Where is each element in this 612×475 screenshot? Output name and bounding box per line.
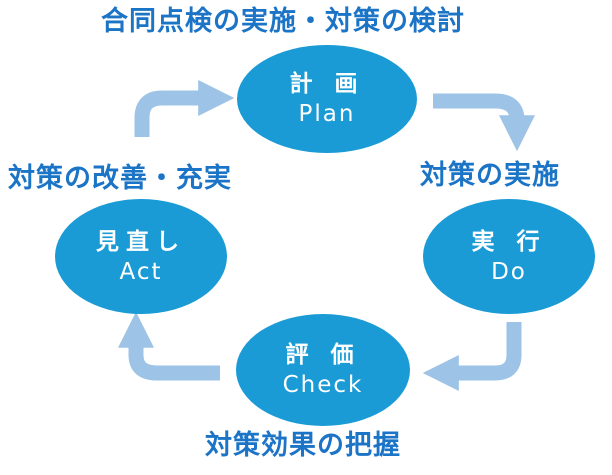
- caption-do-phase: 対策の実施: [420, 160, 560, 191]
- node-act: 見直し Act: [55, 199, 227, 314]
- arrow-act-to-plan: [134, 79, 235, 137]
- node-do-label-en: Do: [491, 258, 527, 285]
- caption-act-phase: 対策の改善・充実: [8, 163, 232, 194]
- node-check-label-jp: 評 価: [285, 342, 361, 368]
- node-plan-label-jp: 計 画: [289, 71, 365, 97]
- arrow-do-to-check: [422, 322, 522, 392]
- arrow-check-to-act: [117, 311, 220, 381]
- node-check-label-en: Check: [282, 372, 364, 398]
- node-do-label-jp: 実 行: [471, 228, 547, 255]
- diagram-title: 合同点検の実施・対策の検討: [101, 6, 465, 37]
- node-do: 実 行 Do: [423, 199, 595, 314]
- node-check: 評 価 Check: [236, 314, 410, 426]
- node-plan-label-en: Plan: [298, 101, 356, 127]
- caption-check-phase: 対策効果の把握: [205, 430, 401, 461]
- node-act-label-en: Act: [119, 258, 163, 285]
- node-plan: 計 画 Plan: [237, 45, 417, 153]
- node-act-label-jp: 見直し: [96, 228, 186, 255]
- arrow-plan-to-do: [433, 93, 536, 152]
